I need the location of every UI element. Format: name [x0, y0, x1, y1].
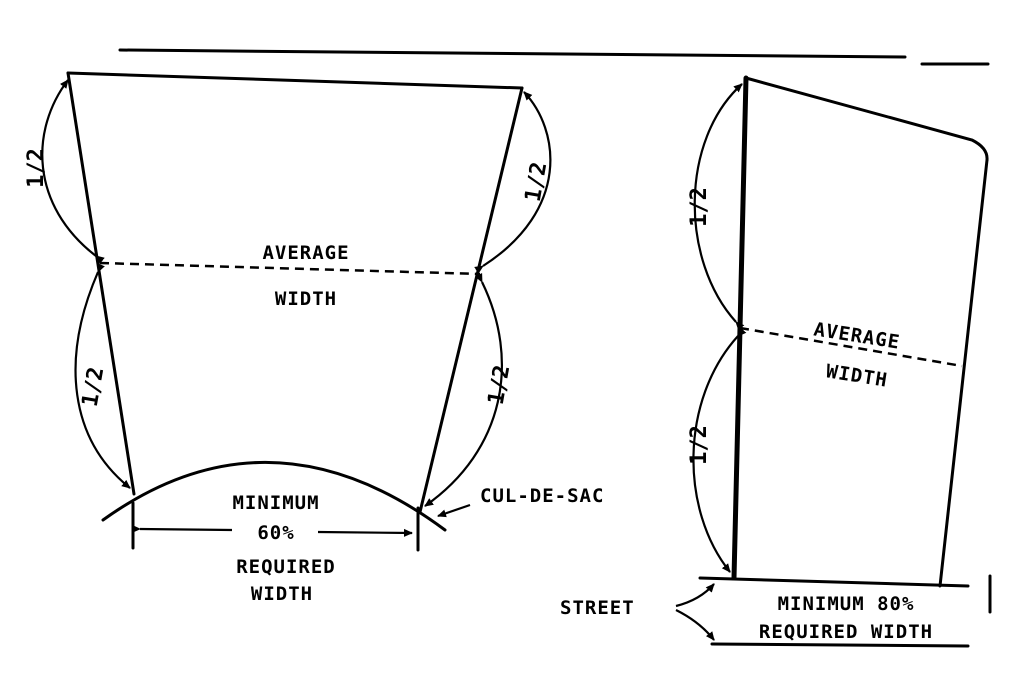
- street-pointer-upper: [675, 583, 715, 608]
- left-lot: 1/2 1/2 1/2 1/2 AVERAGE WIDTH MINIMUM 60…: [24, 71, 604, 605]
- left-lot-rear-line: [66, 71, 524, 90]
- right-average-label-line1: AVERAGE: [812, 318, 901, 353]
- minimum-width-dim-right: [317, 528, 413, 537]
- right-average-width-line: [739, 326, 963, 368]
- left-lot-left-side-line: [66, 71, 136, 496]
- left-minimum-label-line1: MINIMUM: [232, 492, 319, 514]
- left-required-label-line2: WIDTH: [251, 583, 313, 605]
- right-lower-half-arc: [692, 327, 747, 573]
- top-street-line: [118, 48, 907, 59]
- left-half-label-upper-left: 1/2: [24, 148, 49, 188]
- cul-de-sac-curve: [101, 461, 447, 532]
- street-line-bottom: [710, 642, 970, 648]
- left-average-label-line2: WIDTH: [275, 288, 337, 310]
- left-minimum-label-line2: 60%: [257, 522, 294, 544]
- street-pointer-lower: [675, 609, 715, 641]
- right-half-label-upper: 1/2: [687, 187, 712, 227]
- right-lower-half-arc: [424, 273, 504, 507]
- left-half-label-upper-right: 1/2: [521, 160, 553, 203]
- cul-de-sac-arrow: [437, 503, 471, 518]
- right-average-label-line2: WIDTH: [824, 360, 889, 391]
- left-required-label-line1: REQUIRED: [236, 556, 336, 578]
- right-minimum-label-line1: MINIMUM 80%: [778, 593, 915, 615]
- left-lot-right-side-line: [418, 86, 524, 514]
- right-lot: 1/2 1/2 AVERAGE WIDTH STREET MINIMUM 80%…: [560, 75, 992, 648]
- minimum-width-dim-left: [131, 524, 233, 533]
- left-average-width-line: [99, 261, 481, 276]
- street-label: STREET: [560, 597, 635, 619]
- right-half-label-lower: 1/2: [687, 425, 712, 465]
- left-half-label-lower-left: 1/2: [78, 365, 110, 408]
- right-minimum-label-line2: REQUIRED WIDTH: [759, 621, 933, 643]
- left-lower-half-arc: [74, 263, 131, 489]
- right-lot-top-line: [744, 76, 989, 162]
- street-line-top: [698, 576, 970, 588]
- left-upper-half-arc: [41, 79, 105, 265]
- left-average-label-line1: AVERAGE: [262, 242, 349, 264]
- right-lot-right-side-line: [938, 158, 989, 588]
- right-upper-half-arc: [693, 83, 745, 331]
- left-half-label-lower-right: 1/2: [484, 363, 516, 406]
- right-upper-half-arc: [474, 91, 552, 274]
- cul-de-sac-label: CUL-DE-SAC: [480, 485, 604, 507]
